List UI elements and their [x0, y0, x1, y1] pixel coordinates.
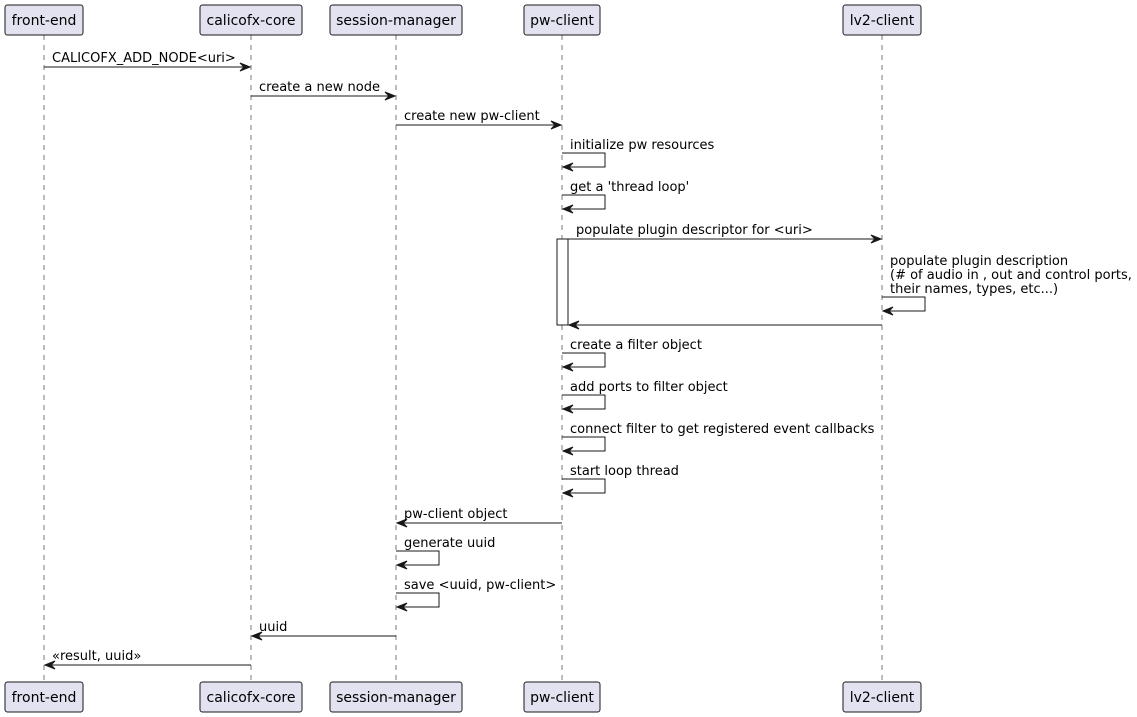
message-label: generate uuid: [404, 536, 495, 551]
message-label: CALICOFX_ADD_NODE<uri>: [52, 51, 236, 66]
participant-calicofx-core-bottom: calicofx-core: [199, 681, 303, 713]
participant-label: lv2-client: [850, 13, 915, 29]
participant-front-end-top: front-end: [4, 4, 84, 36]
participant-session-manager-top: session-manager: [329, 4, 463, 36]
message-9: create a filter object: [561, 338, 702, 372]
message-label: pw-client object: [404, 507, 507, 522]
message-13: pw-client object: [395, 507, 562, 528]
participant-session-manager-bottom: session-manager: [329, 681, 463, 713]
message-label: (# of audio in , out and control ports,: [890, 268, 1132, 283]
participant-pw-client-top: pw-client: [523, 4, 601, 36]
message-label: start loop thread: [570, 464, 679, 479]
message-label: add ports to filter object: [570, 380, 728, 395]
message-label: «result, uuid»: [52, 649, 141, 664]
activation-bar-pw-client: [556, 238, 569, 326]
participant-label: calicofx-core: [207, 690, 296, 706]
message-8: [567, 320, 882, 330]
message-5: get a 'thread loop': [561, 180, 689, 214]
participant-lv2-client-bottom: lv2-client: [842, 681, 922, 713]
participant-label: lv2-client: [850, 690, 915, 706]
participant-label: session-manager: [336, 13, 456, 29]
participant-pw-client-bottom: pw-client: [523, 681, 601, 713]
message-label: their names, types, etc...): [890, 282, 1058, 297]
message-4: initialize pw resources: [561, 138, 715, 172]
participant-label: front-end: [12, 13, 77, 29]
message-7: populate plugin description(# of audio i…: [881, 254, 1132, 316]
participant-label: pw-client: [530, 13, 594, 29]
message-label: save <uuid, pw-client>: [404, 578, 556, 593]
participant-label: front-end: [12, 690, 77, 706]
message-label: get a 'thread loop': [570, 180, 689, 195]
message-17: «result, uuid»: [43, 649, 251, 670]
participant-calicofx-core-top: calicofx-core: [199, 4, 303, 36]
message-12: start loop thread: [561, 464, 679, 498]
message-3: create new pw-client: [396, 109, 563, 130]
message-label: initialize pw resources: [570, 138, 715, 153]
message-14: generate uuid: [395, 536, 495, 570]
message-2: create a new node: [251, 80, 397, 101]
message-15: save <uuid, pw-client>: [395, 578, 556, 612]
message-11: connect filter to get registered event c…: [561, 422, 875, 456]
message-6: populate plugin descriptor for <uri>: [568, 223, 883, 244]
message-10: add ports to filter object: [561, 380, 728, 414]
message-1: CALICOFX_ADD_NODE<uri>: [44, 51, 252, 72]
participant-lv2-client-top: lv2-client: [842, 4, 922, 36]
message-label: uuid: [259, 620, 287, 635]
participant-label: session-manager: [336, 690, 456, 706]
message-label: create a filter object: [570, 338, 702, 353]
participant-label: calicofx-core: [207, 13, 296, 29]
message-16: uuid: [250, 620, 396, 641]
message-label: populate plugin description: [890, 254, 1068, 269]
message-label: populate plugin descriptor for <uri>: [576, 223, 813, 238]
message-label: connect filter to get registered event c…: [570, 422, 875, 437]
message-label: create new pw-client: [404, 109, 540, 124]
participant-label: pw-client: [530, 690, 594, 706]
participant-front-end-bottom: front-end: [4, 681, 84, 713]
message-label: create a new node: [259, 80, 380, 95]
